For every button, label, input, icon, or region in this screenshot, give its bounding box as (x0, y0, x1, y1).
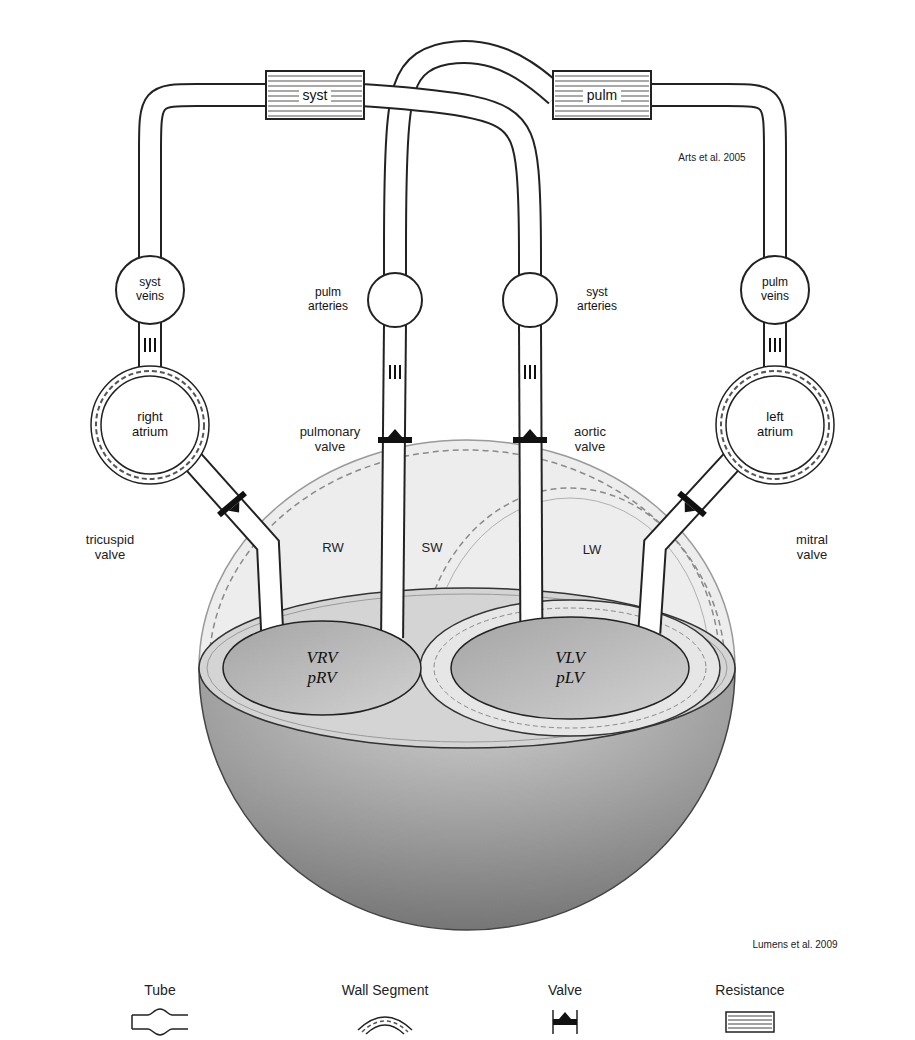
node-label: pulm veins (752, 276, 798, 304)
vessel-tube (775, 321, 776, 369)
valve-label: pulmonary valve (291, 425, 369, 455)
vessel-bulb-outline (367, 272, 423, 328)
vessel-tube (649, 461, 732, 633)
node-label: pulm (583, 87, 621, 103)
label-anchor: SW (422, 541, 443, 556)
vessel-bulb-outline (502, 272, 558, 328)
label-anchor: mitral valve (782, 533, 842, 563)
vessel-tube (530, 324, 531, 623)
atrium-chamber: left atrium (715, 365, 835, 485)
node-label: pulm arteries (297, 286, 359, 314)
resistance-box: pulm (552, 70, 652, 120)
label-anchor: tricuspid valve (75, 533, 145, 563)
valve-label: aortic valve (560, 425, 620, 455)
ventricle-cavity: VRVpRV (222, 620, 422, 716)
volume-pressure-symbol: VRV (307, 648, 338, 668)
cut-plane-inner (207, 594, 727, 742)
legend-label: Resistance (715, 982, 784, 998)
valve-symbol (672, 491, 707, 524)
vessel-tube (150, 321, 151, 369)
vessel-bulb: syst arteries (502, 272, 558, 328)
legend-wall-symbol (358, 1017, 412, 1034)
vessel-tube (361, 95, 530, 276)
node-label: syst (299, 87, 332, 103)
vessel-bulb: syst veins (115, 255, 185, 325)
legend-valve-symbol (553, 1010, 577, 1034)
legend-tube-symbol (132, 1009, 188, 1035)
valve-label: mitral valve (782, 533, 842, 563)
vessel-bulb: pulm veins (740, 255, 810, 325)
wall-label: SW (422, 541, 443, 556)
legend-item: Resistance (715, 982, 784, 998)
label-anchor: aortic valve (560, 425, 620, 455)
node-label: left atrium (747, 410, 803, 440)
node-label: syst veins (127, 276, 173, 304)
volume-pressure-symbol: pRV (308, 668, 337, 688)
resistance-symbol (145, 338, 155, 352)
volume-pressure-symbol: pLV (556, 668, 584, 688)
legend-item: Tube (144, 982, 175, 998)
cut-plane (199, 588, 735, 748)
valve-symbol (513, 429, 547, 443)
label-anchor: Lumens et al. 2009 (752, 939, 837, 951)
valve-symbol (217, 491, 252, 524)
legend-label: Valve (548, 982, 582, 998)
vessel-bulb: pulm arteries (367, 272, 423, 328)
legend-item: Valve (548, 982, 582, 998)
citation-note: Lumens et al. 2009 (752, 939, 837, 951)
label-anchor: Arts et al. 2005 (678, 152, 745, 164)
vessel-tube (193, 461, 272, 630)
node-label: syst arteries (566, 286, 628, 314)
vessel-tube (395, 52, 556, 276)
lv-wall (420, 600, 720, 736)
label-anchor: pulmonary valve (291, 425, 369, 455)
vessel-tube (648, 95, 775, 259)
legend-label: Wall Segment (342, 982, 429, 998)
volume-pressure-symbol: VLV (555, 648, 585, 668)
resistance-box: syst (265, 70, 365, 120)
legend-resistance-symbol (726, 1012, 774, 1032)
resistance-symbol (390, 365, 400, 379)
legend-label: Tube (144, 982, 175, 998)
vessel-tube (150, 95, 269, 259)
vessel-tube (392, 324, 395, 638)
valve-symbol (378, 429, 412, 443)
valve-label: tricuspid valve (75, 533, 145, 563)
wall-label: LW (583, 543, 602, 558)
resistance-symbol (770, 338, 780, 352)
label-anchor: LW (583, 543, 602, 558)
lv-wall-layer (434, 608, 706, 728)
legend-item: Wall Segment (342, 982, 429, 998)
wall-label: RW (322, 541, 343, 556)
label-anchor: RW (322, 541, 343, 556)
ventricle-cavity: VLVpLV (450, 616, 690, 720)
node-label: right atrium (122, 410, 178, 440)
resistance-symbol (525, 365, 535, 379)
citation-note: Arts et al. 2005 (678, 152, 745, 164)
atrium-chamber: right atrium (90, 365, 210, 485)
